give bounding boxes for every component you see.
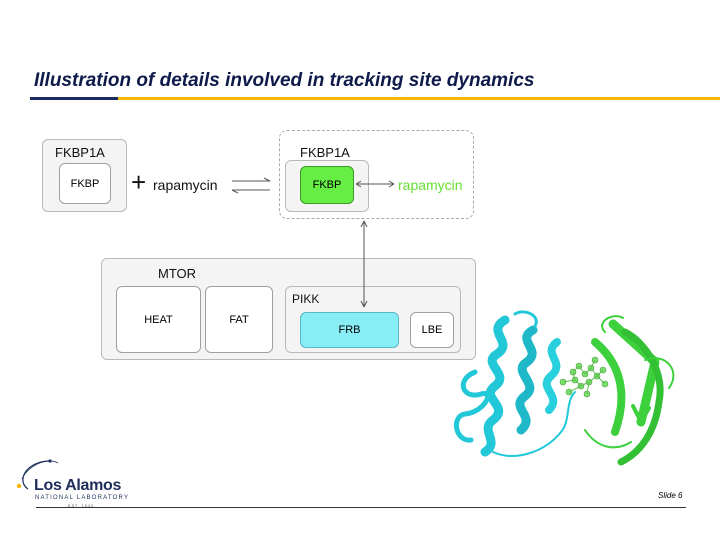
- fkbp1a-label: FKBP1A: [55, 145, 105, 160]
- lanl-logo-subtitle: NATIONAL LABORATORY: [35, 495, 130, 501]
- rapamycin-label: rapamycin: [153, 177, 218, 193]
- slide-title: Illustration of details involved in trac…: [34, 70, 535, 91]
- title-underline-accent: [30, 97, 118, 100]
- protein-structure-image: [454, 310, 675, 466]
- mtor-label: MTOR: [158, 266, 197, 281]
- title-underline: [30, 97, 720, 100]
- lbe-domain: LBE: [410, 312, 454, 348]
- footer-rule: [36, 507, 686, 508]
- lanl-logo-established: EST. 1943: [68, 503, 94, 508]
- slide-number: Slide 6: [658, 491, 683, 500]
- pikk-label: PIKK: [292, 292, 320, 306]
- frb-domain: FRB: [300, 312, 399, 348]
- complex-fkbp1a-label: FKBP1A: [300, 145, 350, 160]
- fat-domain: FAT: [205, 286, 273, 353]
- lanl-logo-name: Los Alamos: [34, 477, 122, 494]
- plus-sign: +: [131, 167, 147, 197]
- lanl-logo-icon: [16, 459, 59, 490]
- heat-domain: HEAT: [116, 286, 201, 353]
- complex-rapamycin-label: rapamycin: [398, 177, 463, 193]
- complex-fkbp-domain: FKBP: [300, 166, 354, 204]
- fkbp-domain: FKBP: [59, 163, 111, 204]
